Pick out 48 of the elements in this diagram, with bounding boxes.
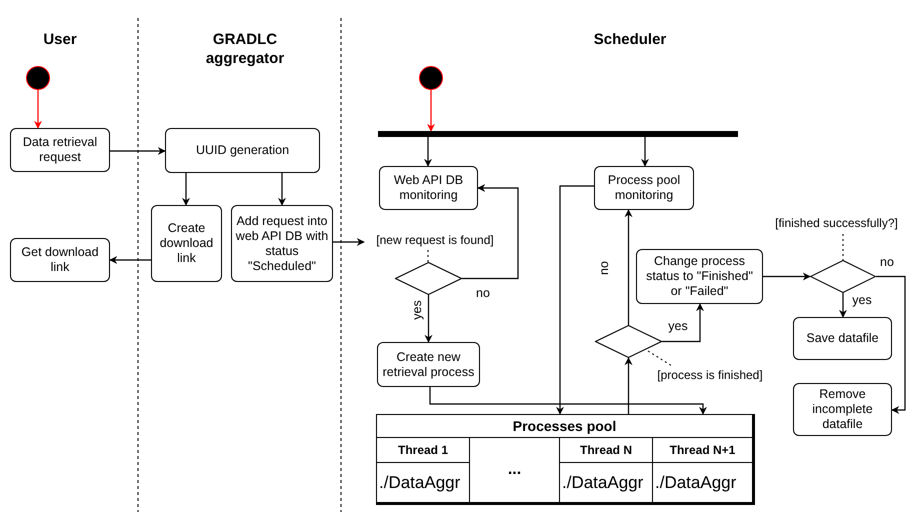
column-header: ...	[470, 438, 559, 502]
column-header: Thread N+1	[653, 438, 752, 462]
start-node	[26, 66, 50, 90]
action-box: Create download link	[151, 205, 222, 282]
column-header: Thread 1	[377, 438, 469, 462]
arrow	[462, 184, 519, 280]
start-node	[419, 66, 443, 90]
arrow	[34, 90, 42, 129]
column-header: Thread N	[560, 438, 652, 462]
arrow	[182, 173, 190, 206]
arrow	[624, 357, 632, 414]
arrow	[109, 256, 151, 264]
action-box: Web API DB monitoring	[379, 166, 478, 210]
arrow	[427, 90, 435, 132]
arrow	[876, 276, 906, 414]
table-title: Processes pool	[377, 415, 752, 437]
guard-text: [finished successfully?]	[774, 216, 899, 230]
table-cell: ./DataAggr	[377, 463, 469, 502]
action-box: Data retrieval request	[10, 128, 110, 172]
guard-text: [process is finished]	[656, 368, 764, 382]
action-box: Add request into web API DB with status "Scheduled"	[231, 205, 333, 282]
action-box: Create new retrieval process	[377, 342, 480, 387]
arrow	[333, 238, 365, 246]
action-box: Get download link	[10, 238, 110, 282]
fork-bar	[378, 131, 738, 137]
action-box: UUID generation	[165, 128, 320, 173]
arrow	[110, 147, 166, 155]
action-box: Process pool monitoring	[594, 166, 694, 210]
arrow	[763, 272, 811, 280]
arrow	[624, 209, 632, 325]
arrow	[278, 173, 286, 206]
arrow	[424, 295, 432, 343]
guard-text: [new request is found]	[375, 233, 495, 247]
action-box: Change process status to "Finished" or "Failed"	[636, 249, 763, 304]
lane-header: GRADLC aggregator	[204, 30, 286, 68]
arrow	[662, 303, 704, 342]
pool-table	[376, 414, 755, 505]
table-cell: ./DataAggr	[653, 463, 752, 502]
action-box: Remove incomplete datafile	[793, 383, 892, 436]
arrow	[429, 387, 707, 415]
lane-header: User	[42, 30, 78, 49]
table-cell: ./DataAggr	[560, 463, 652, 502]
arrow	[839, 293, 847, 318]
arrow	[556, 185, 594, 415]
action-box: Save datafile	[793, 317, 892, 360]
lane-header: Scheduler	[592, 30, 668, 49]
arrow	[424, 137, 432, 167]
arrow	[641, 137, 649, 167]
